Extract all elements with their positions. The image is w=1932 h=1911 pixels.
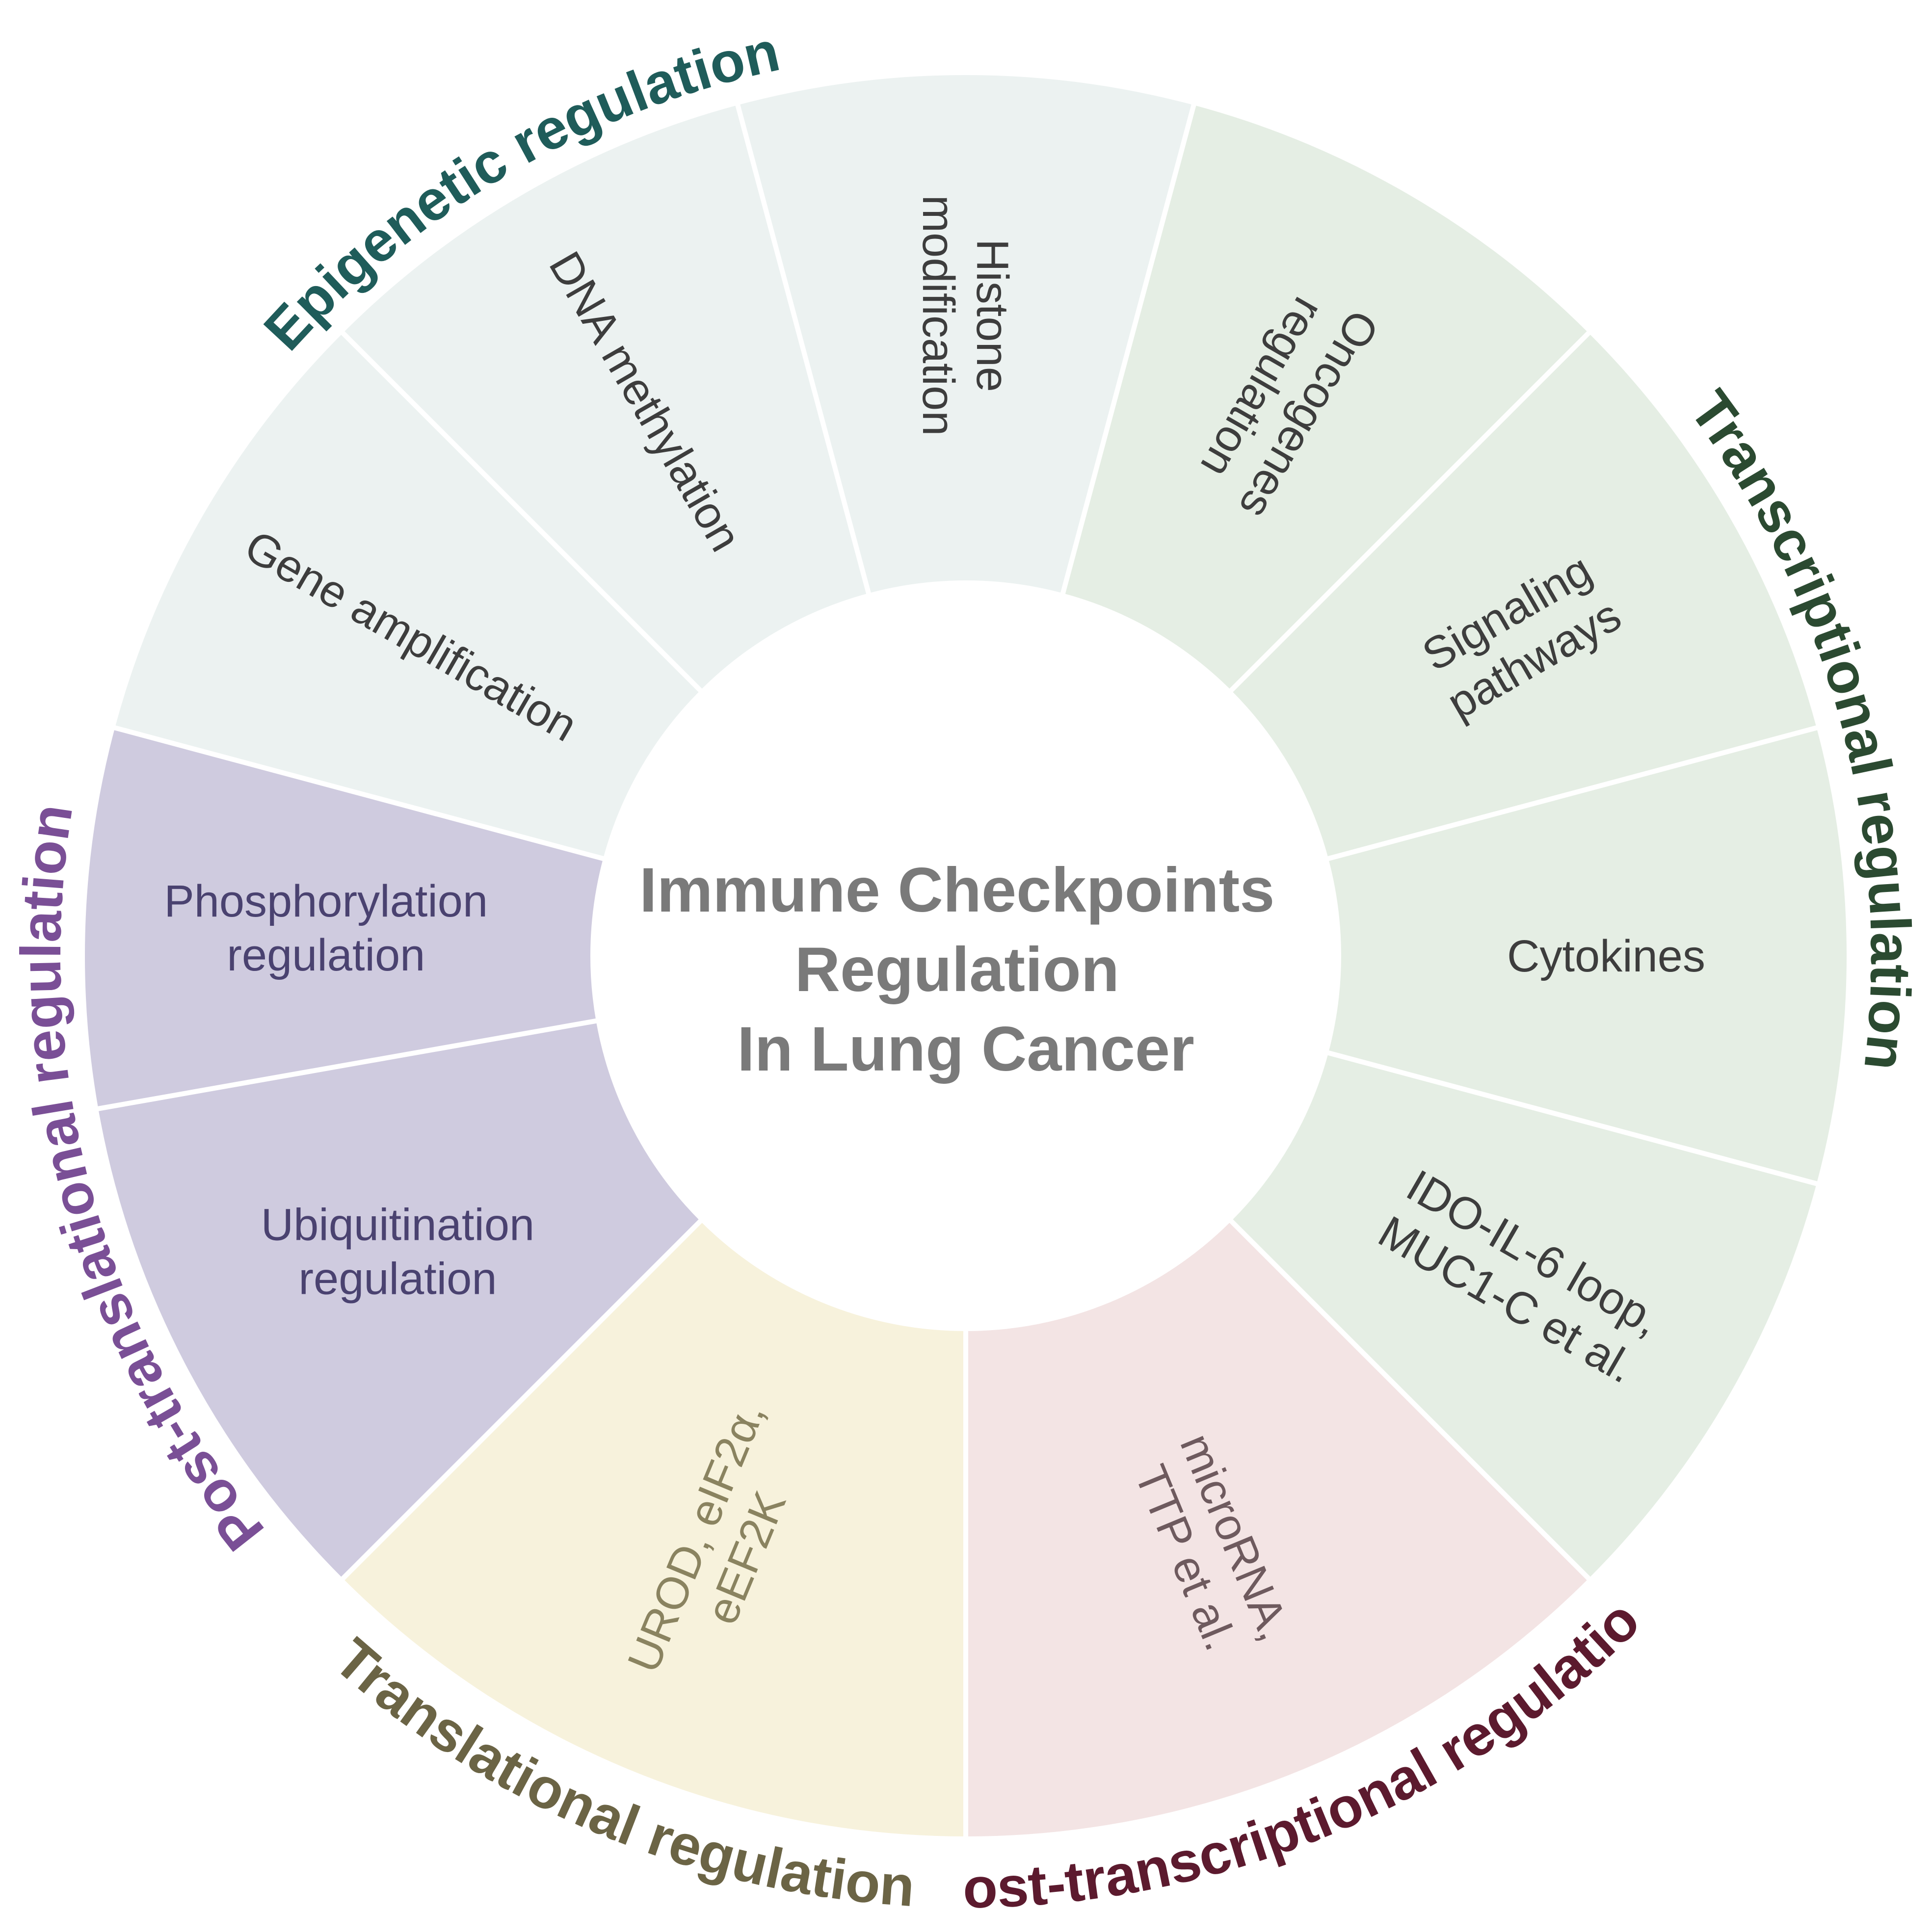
segment-label-line: Cytokines xyxy=(1507,931,1705,981)
center-circle xyxy=(593,583,1339,1329)
segment-label-epigenetic-2: Histonemodification xyxy=(913,195,1017,436)
center-title-line-3: In Lung Cancer xyxy=(737,1014,1194,1084)
segment-label-line: regulation xyxy=(298,1254,497,1304)
segment-label-line: Ubiquitination xyxy=(261,1200,534,1250)
segment-label-line: regulation xyxy=(227,930,425,980)
segment-label-line: modification xyxy=(913,195,963,436)
center-title-line-1: Immune Checkpoints xyxy=(639,855,1274,925)
segment-label-transcriptional-2: Cytokines xyxy=(1507,931,1705,981)
center-title: Immune Checkpoints Regulation In Lung Ca… xyxy=(639,855,1292,1084)
segment-label-line: Phosphorylation xyxy=(164,876,488,926)
wheel-segments xyxy=(80,70,1852,1842)
segment-label-line: Histone xyxy=(967,239,1017,392)
center-title-line-2: Regulation xyxy=(795,935,1119,1005)
